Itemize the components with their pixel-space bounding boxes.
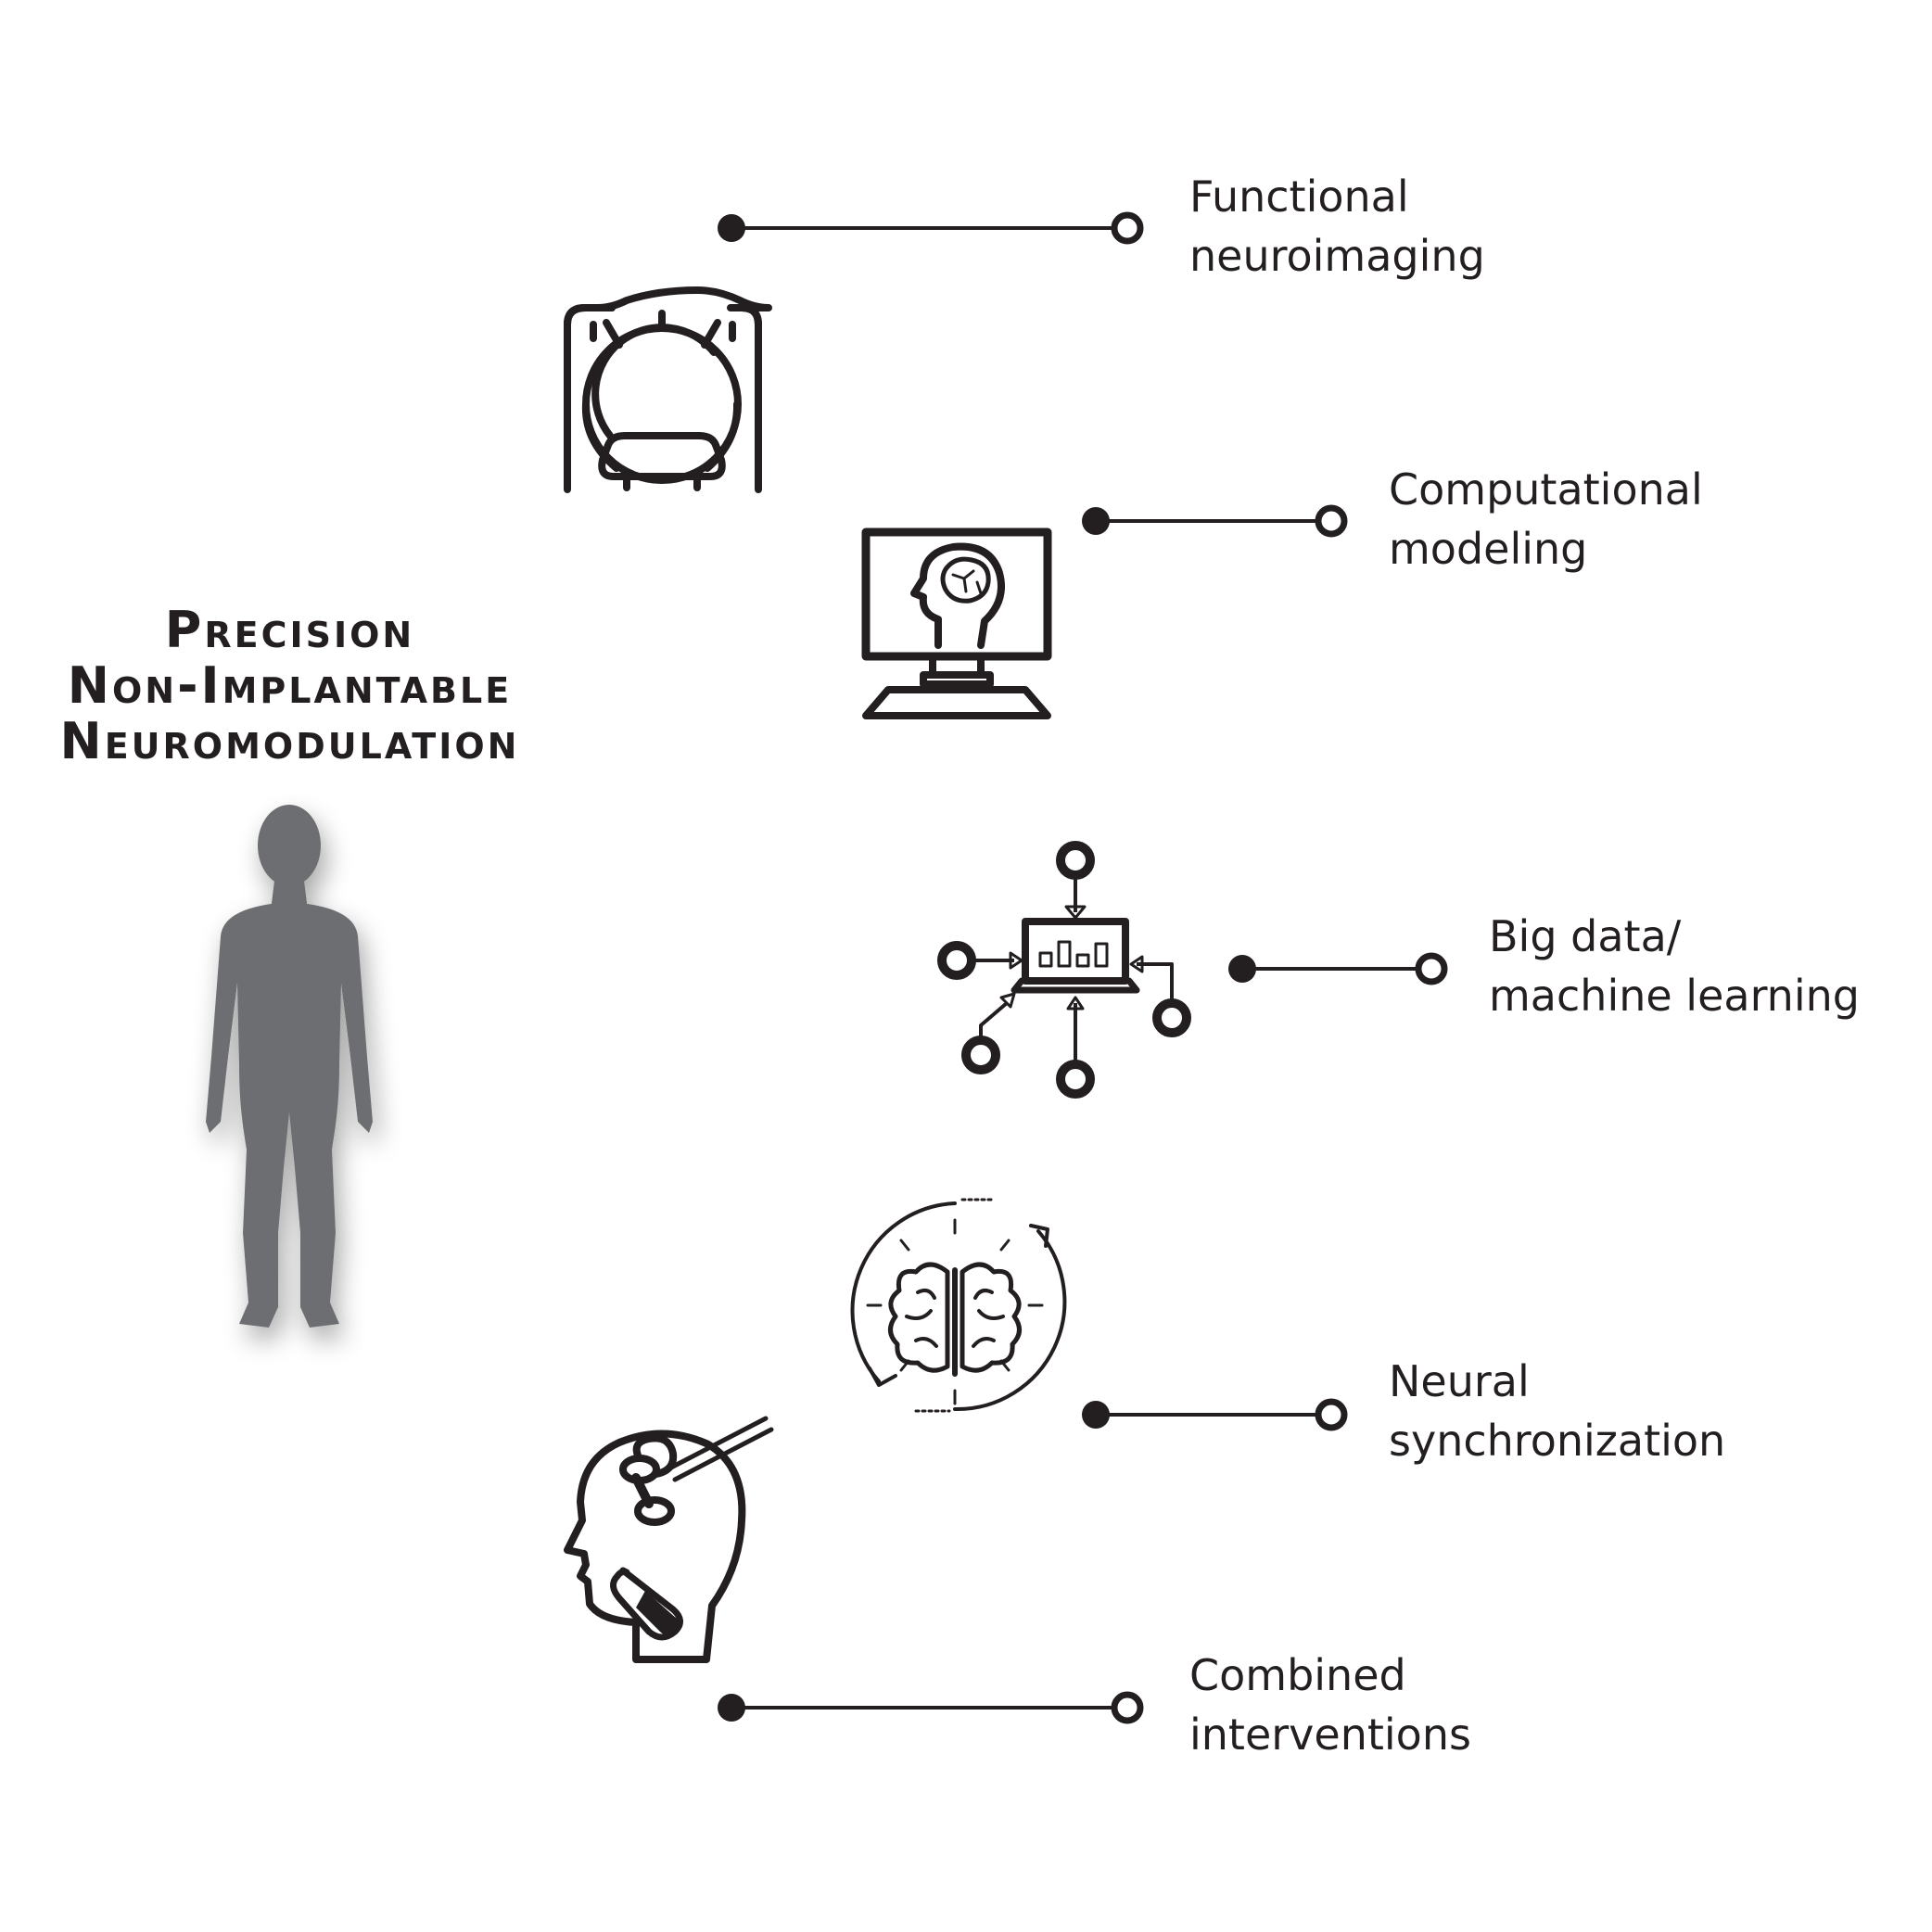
title-line-1: Precision xyxy=(164,601,415,659)
end-ring xyxy=(1315,1398,1348,1431)
connector-combined xyxy=(718,1691,1144,1724)
label-big-data: Big data/ machine learning xyxy=(1489,907,1860,1025)
head-key-pill-icon xyxy=(564,1416,774,1663)
label-line-2: modeling xyxy=(1389,524,1588,574)
end-ring xyxy=(1111,211,1144,245)
label-combined-interventions: Combined interventions xyxy=(1189,1646,1471,1764)
label-line-2: machine learning xyxy=(1489,971,1860,1021)
start-dot xyxy=(1228,955,1256,983)
title-line-3: Neuromodulation xyxy=(59,712,520,770)
start-dot xyxy=(1082,1401,1110,1429)
mri-scanner-icon xyxy=(564,286,772,493)
computer-brain-icon xyxy=(861,527,1052,719)
label-line-1: Combined xyxy=(1189,1650,1406,1700)
human-figure-icon xyxy=(206,805,373,1328)
label-neural-synchronization: Neural synchronization xyxy=(1389,1352,1725,1470)
label-line-2: neuroimaging xyxy=(1189,231,1485,281)
label-line-1: Big data/ xyxy=(1489,911,1682,961)
brain-cycle-icon xyxy=(850,1198,1067,1413)
label-line-2: synchronization xyxy=(1389,1416,1726,1466)
diagram-title: Precision Non-Implantable Neuromodulatio… xyxy=(19,603,561,769)
network-laptop-icon xyxy=(937,841,1191,1099)
end-ring xyxy=(1415,952,1448,985)
start-dot xyxy=(1082,507,1110,535)
connector-functional xyxy=(718,211,1144,245)
connector-neural xyxy=(1082,1398,1348,1431)
label-line-1: Neural xyxy=(1389,1356,1530,1406)
end-ring xyxy=(1315,504,1348,538)
label-functional-neuroimaging: Functional neuroimaging xyxy=(1189,167,1485,286)
start-dot xyxy=(718,1694,745,1722)
connector-big-data xyxy=(1228,952,1448,985)
title-line-2: Non-Implantable xyxy=(67,656,513,715)
label-line-1: Computational xyxy=(1389,464,1703,515)
label-line-2: interventions xyxy=(1189,1710,1471,1760)
label-line-1: Functional xyxy=(1189,172,1409,222)
end-ring xyxy=(1111,1691,1144,1724)
label-computational-modeling: Computational modeling xyxy=(1389,460,1703,578)
start-dot xyxy=(718,214,745,242)
connector-computational xyxy=(1082,504,1348,538)
